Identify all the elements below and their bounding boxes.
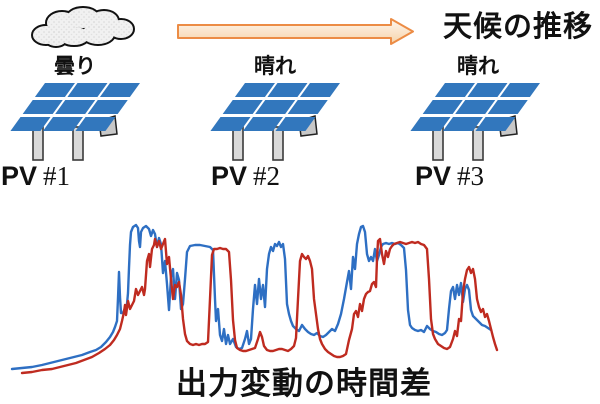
pv1-prefix: PV [1,161,38,191]
solar-panel-icon-pv3 [403,83,553,165]
pv2-number: #2 [253,161,281,191]
pv1-number: #1 [43,161,71,191]
figure-title: 天候の推移 [442,11,593,43]
pv3-prefix: PV [415,161,452,191]
chart-caption: 出力変動の時間差 [176,366,432,401]
pv3-label: PV#3 [415,161,484,192]
solar-panel-icon-pv1 [3,83,153,165]
weather-label-pv1: 曇り [54,55,96,78]
weather-transition-arrow-icon [177,18,414,45]
red-output-line [20,237,499,375]
blue-output-line [10,223,493,371]
pv1-label: PV#1 [1,161,70,192]
cloud-icon [31,6,135,48]
weather-label-pv2: 晴れ [254,55,296,78]
pv2-prefix: PV [211,161,248,191]
pv3-number: #3 [457,161,485,191]
weather-label-pv3: 晴れ [457,55,499,78]
pv2-label: PV#2 [211,161,280,192]
solar-panel-icon-pv2 [203,83,353,165]
